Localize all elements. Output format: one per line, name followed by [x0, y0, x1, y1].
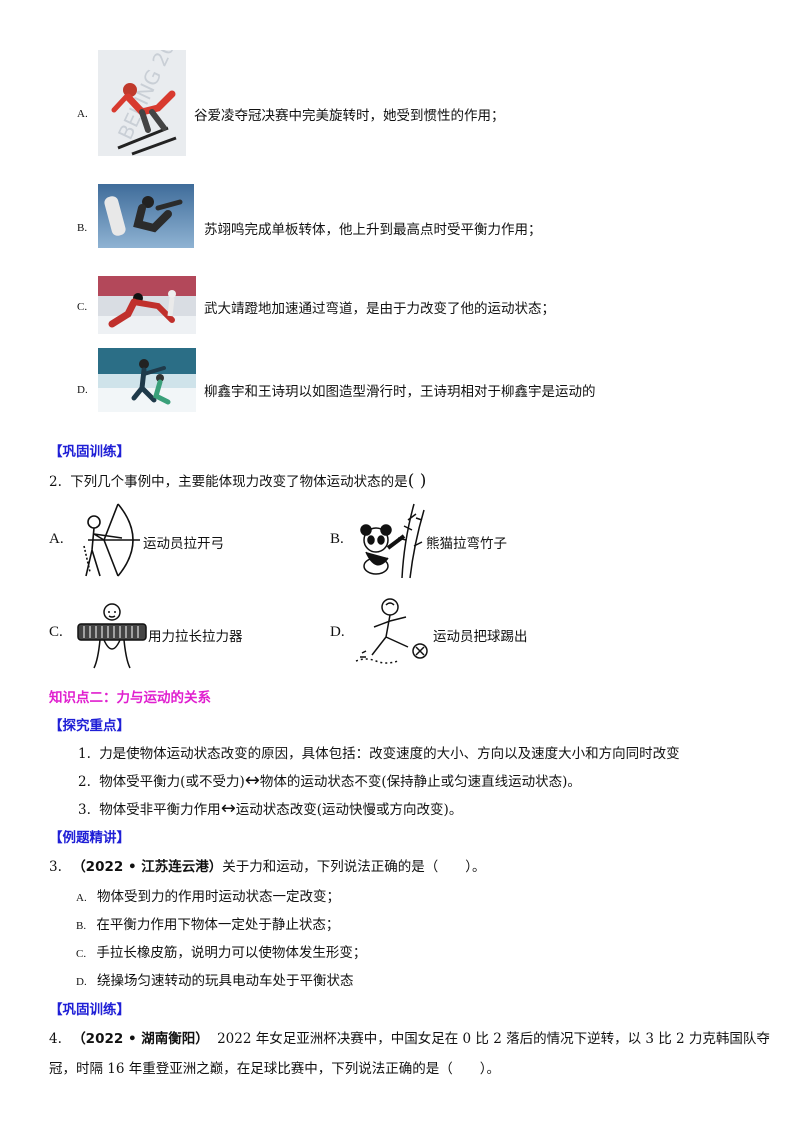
question-2-answer-paren: ( ): [407, 471, 427, 491]
explore-point-2-pre: 物体受平衡力(或不受力): [99, 774, 245, 790]
q2-option-b-letter: B.: [330, 531, 344, 547]
q1-option-b-text: 苏翊鸣完成单板转体，他上升到最高点时受平衡力作用；: [204, 222, 542, 238]
explore-point-2-post: 物体的运动状态不变(保持静止或匀速直线运动状态)。: [259, 774, 581, 790]
q3-option-b-letter: B.: [76, 920, 87, 932]
explore-point-2-num: 2.: [78, 774, 91, 790]
explore-point-2: 2. 物体受平衡力(或不受力)↔物体的运动状态不变(保持静止或匀速直线运动状态)…: [78, 770, 581, 791]
chest-expander-icon: [74, 600, 150, 670]
explore-point-3-num: 3.: [78, 802, 91, 818]
question-2-stem: 2. 下列几个事例中，主要能体现力改变了物体运动状态的是( ): [49, 470, 426, 491]
question-2-text: 下列几个事例中，主要能体现力改变了物体运动状态的是: [70, 474, 408, 490]
question-4-source: （2022 • 湖南衡阳）: [72, 1031, 209, 1047]
snowboarder-photo: [98, 184, 194, 248]
panda-bamboo-icon: [354, 500, 426, 580]
knowledge-point-2-heading: 知识点二：力与运动的关系: [49, 690, 211, 706]
q1-option-c-text: 武大靖蹬地加速通过弯道，是由于力改变了他的运动状态；: [204, 301, 555, 317]
section-consolidate-heading-2: 【巩固训练】: [49, 1002, 130, 1018]
q3-option-c-text: 手拉长橡皮筋，说明力可以使物体发生形变；: [96, 945, 367, 961]
q3-option-c-letter: C.: [76, 948, 87, 960]
question-3-number: 3.: [49, 859, 62, 875]
q1-option-a-text: 谷爱凌夺冠决赛中完美旋转时，她受到惯性的作用；: [194, 108, 505, 124]
soccer-kick-icon: [352, 595, 434, 667]
q3-option-a: A. 物体受到力的作用时运动状态一定改变；: [76, 885, 340, 905]
section-consolidate-heading-1: 【巩固训练】: [49, 444, 130, 460]
section-explore-heading: 【探究重点】: [49, 718, 130, 734]
q1-option-c-letter: C.: [77, 301, 88, 313]
q2-option-b-text: 熊猫拉弯竹子: [426, 536, 507, 552]
explore-point-3-post: 运动状态改变(运动快慢或方向改变)。: [235, 802, 463, 818]
question-4-text-line-2: 冠，时隔 16 年重登亚洲之巅，在足球比赛中，下列说法正确的是（ ）。: [49, 1061, 501, 1077]
section-example-heading: 【例题精讲】: [49, 830, 130, 846]
q1-option-d-letter: D.: [77, 384, 88, 396]
speed-skater-photo: [98, 276, 196, 334]
q3-option-d: D. 绕操场匀速转动的玩具电动车处于平衡状态: [76, 969, 354, 989]
explore-point-1: 1. 力是使物体运动状态改变的原因，具体包括：改变速度的大小、方向以及速度大小和…: [78, 742, 680, 762]
explore-point-1-text: 力是使物体运动状态改变的原因，具体包括：改变速度的大小、方向以及速度大小和方向同…: [99, 746, 680, 762]
q3-option-a-text: 物体受到力的作用时运动状态一定改变；: [97, 889, 340, 905]
q2-option-c-text: 用力拉长拉力器: [148, 629, 243, 645]
archer-icon: [74, 500, 144, 580]
question-2-number: 2.: [49, 474, 62, 490]
question-3-stem: 3. （2022 • 江苏连云港）关于力和运动，下列说法正确的是（ ）。: [49, 855, 486, 875]
q2-option-d-letter: D.: [330, 624, 345, 640]
question-3-text: 关于力和运动，下列说法正确的是（ ）。: [222, 859, 486, 875]
question-4-line-2: 冠，时隔 16 年重登亚洲之巅，在足球比赛中，下列说法正确的是（ ）。: [49, 1057, 500, 1077]
question-3-source: （2022 • 江苏连云港）: [72, 859, 223, 875]
q2-option-d-text: 运动员把球踢出: [433, 629, 528, 645]
q3-option-c: C. 手拉长橡皮筋，说明力可以使物体发生形变；: [76, 941, 366, 961]
explore-point-3-pre: 物体受非平衡力作用: [99, 802, 221, 818]
q1-option-a-letter: A.: [77, 108, 88, 120]
q3-option-a-letter: A.: [76, 892, 87, 904]
freestyle-skier-photo: BEIJING 2022: [98, 50, 186, 156]
question-4-number: 4.: [49, 1031, 62, 1047]
q2-option-a-text: 运动员拉开弓: [143, 536, 224, 552]
question-4-text-line-1: 2022 年女足亚洲杯决赛中，中国女足在 0 比 2 落后的情况下逆转，以 3 …: [217, 1031, 770, 1047]
question-4-line-1: 4. （2022 • 湖南衡阳） 2022 年女足亚洲杯决赛中，中国女足在 0 …: [49, 1027, 770, 1047]
q1-option-d-text: 柳鑫宇和王诗玥以如图造型滑行时，王诗玥相对于柳鑫宇是运动的: [204, 384, 596, 400]
q3-option-d-text: 绕操场匀速转动的玩具电动车处于平衡状态: [97, 973, 354, 989]
q2-option-c-letter: C.: [49, 624, 63, 640]
double-arrow-icon: ↔: [220, 798, 236, 819]
ice-dancers-photo: [98, 348, 196, 412]
q2-option-a-letter: A.: [49, 531, 64, 547]
q3-option-b-text: 在平衡力作用下物体一定处于静止状态；: [96, 917, 340, 933]
double-arrow-icon: ↔: [244, 770, 260, 791]
explore-point-1-num: 1.: [78, 746, 91, 762]
q3-option-d-letter: D.: [76, 976, 87, 988]
q3-option-b: B. 在平衡力作用下物体一定处于静止状态；: [76, 913, 339, 933]
explore-point-3: 3. 物体受非平衡力作用↔运动状态改变(运动快慢或方向改变)。: [78, 798, 462, 819]
q1-option-b-letter: B.: [77, 222, 88, 234]
